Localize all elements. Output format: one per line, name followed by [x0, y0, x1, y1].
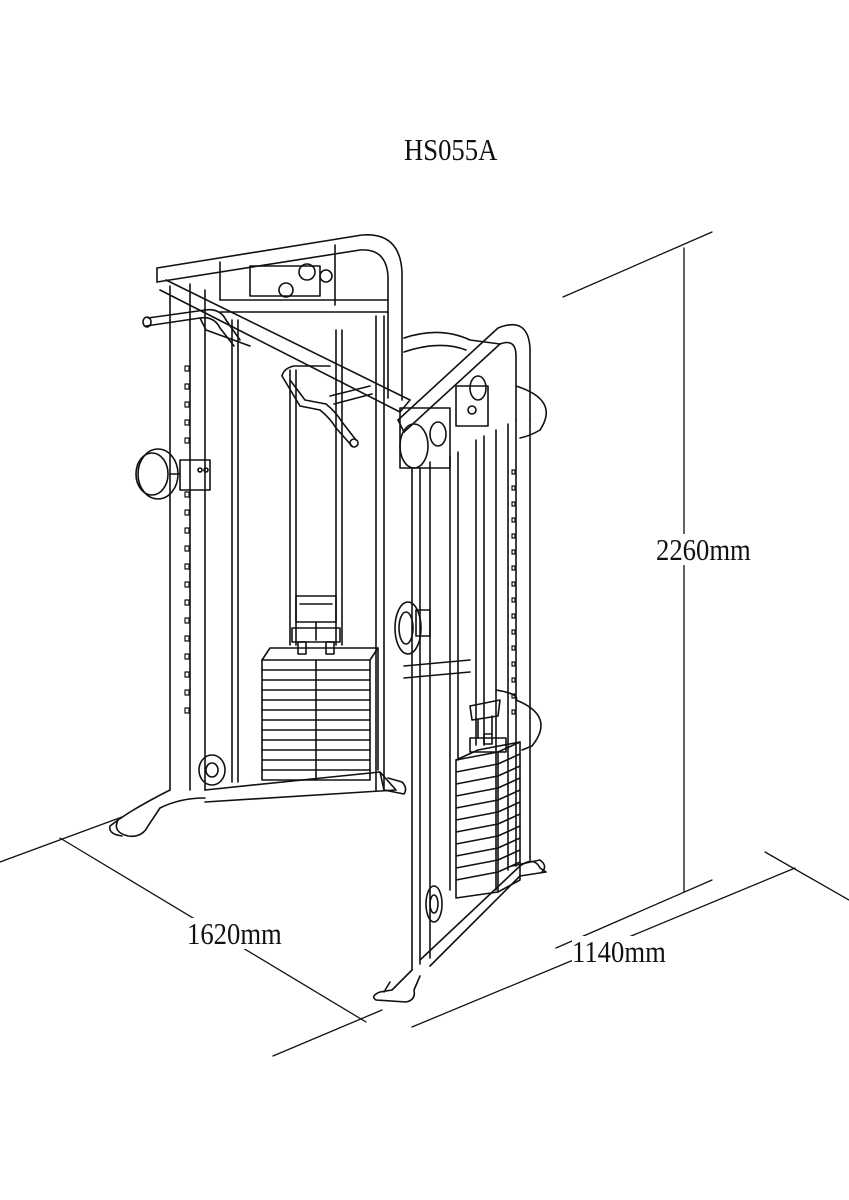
height-dimension-lines	[555, 231, 713, 949]
right-tower	[372, 323, 548, 1003]
height-dimension-label: 2260mm	[656, 532, 751, 567]
model-title: HS055A	[404, 132, 498, 167]
left-tower	[108, 234, 407, 838]
width-dimension-label: 1620mm	[187, 916, 282, 951]
depth-dimension-label: 1140mm	[572, 934, 666, 969]
pull-up-bar	[142, 279, 411, 448]
